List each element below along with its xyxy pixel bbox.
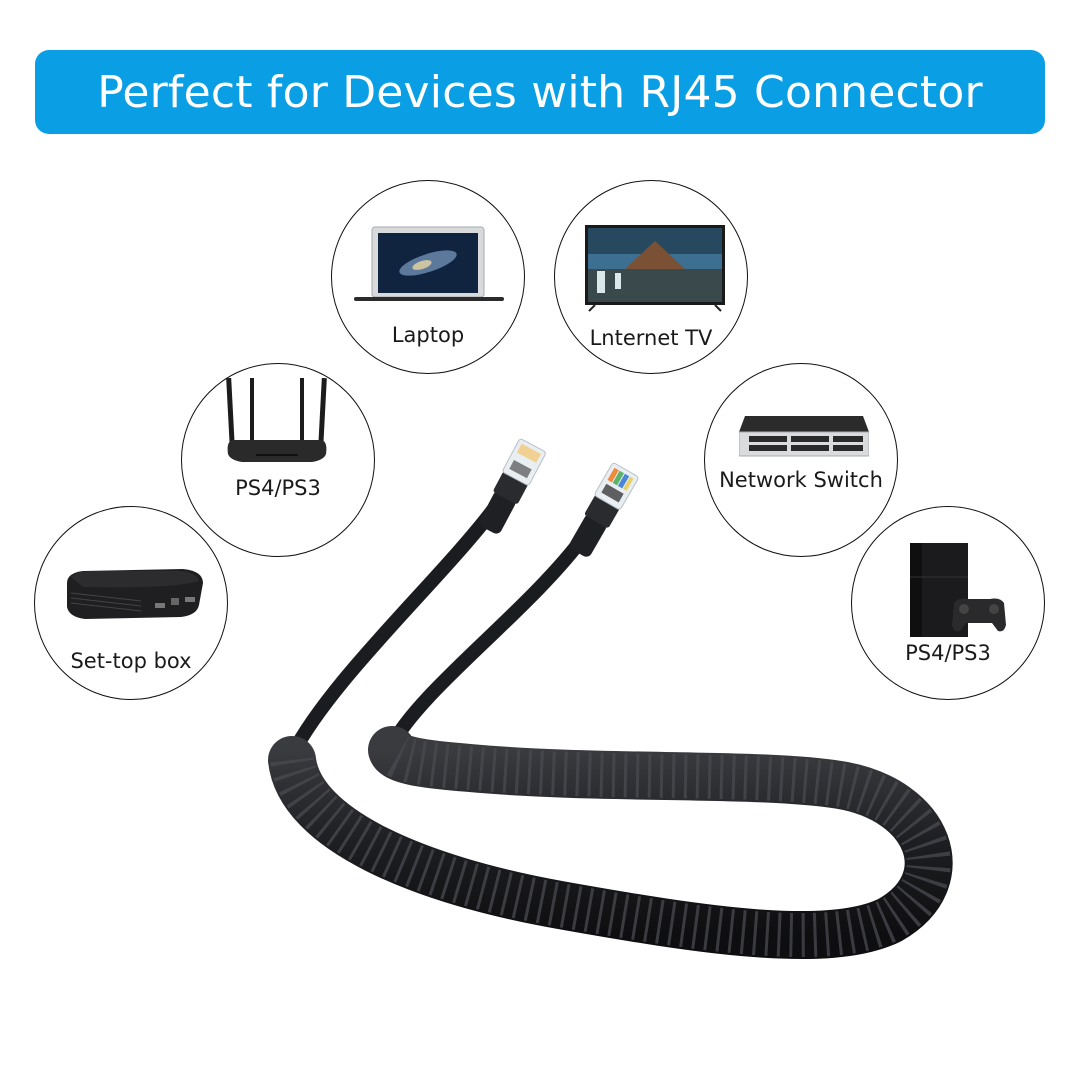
router-icon <box>226 378 327 462</box>
device-label-game-console: PS4/PS3 <box>905 641 991 665</box>
set-top-box-icon <box>67 569 203 619</box>
device-label-set-top-box: Set-top box <box>70 649 192 673</box>
device-label-tv: Lnternet TV <box>589 326 713 350</box>
device-circle-laptop: Laptop <box>331 180 525 374</box>
tv-icon <box>585 225 725 312</box>
device-circle-game-console: PS4/PS3 <box>851 506 1045 700</box>
network-switch-icon <box>739 416 869 457</box>
laptop-icon <box>354 226 504 301</box>
headline-text: Perfect for Devices with RJ45 Connector <box>97 66 983 118</box>
headline-banner: Perfect for Devices with RJ45 Connector <box>35 50 1045 134</box>
device-label-router: PS4/PS3 <box>235 476 321 500</box>
device-label-network-switch: Network Switch <box>719 468 883 492</box>
device-circle-network-switch: Network Switch <box>704 363 898 557</box>
device-circle-tv: Lnternet TV <box>554 180 748 374</box>
device-circle-set-top-box: Set-top box <box>34 506 228 700</box>
device-circle-router: PS4/PS3 <box>181 363 375 557</box>
device-label-laptop: Laptop <box>391 323 465 347</box>
game-console-icon <box>910 543 1006 637</box>
